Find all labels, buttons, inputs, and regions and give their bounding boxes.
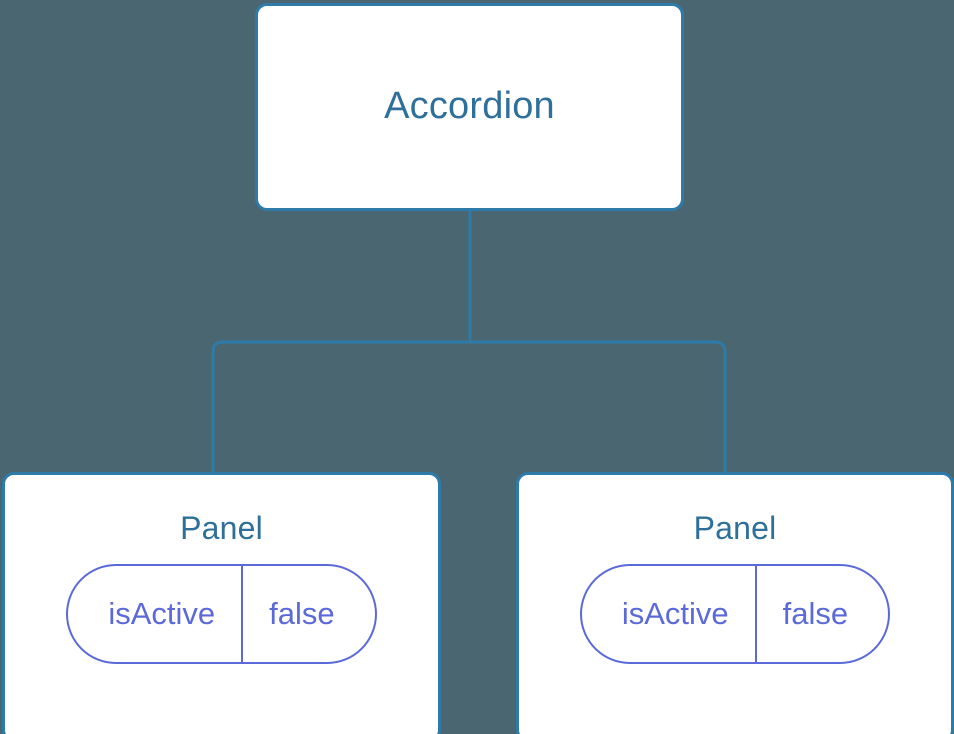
prop-pill-panel-1[interactable]: isActive false [66,564,377,665]
prop-key-isactive: isActive [68,566,244,663]
node-accordion[interactable]: Accordion [255,3,684,211]
prop-pill-panel-2[interactable]: isActive false [579,564,891,665]
prop-value-isactive: false [269,596,335,632]
prop-value-isactive: false [782,596,849,632]
node-panel-1[interactable]: Panel isActive false [2,472,441,734]
edge-child-bus [211,340,727,472]
node-panel-2-title: Panel [693,510,777,546]
prop-key-isactive: isActive [582,566,757,663]
node-panel-2[interactable]: Panel isActive false [516,472,954,734]
node-panel-1-title: Panel [180,510,263,546]
node-accordion-title: Accordion [384,85,555,128]
